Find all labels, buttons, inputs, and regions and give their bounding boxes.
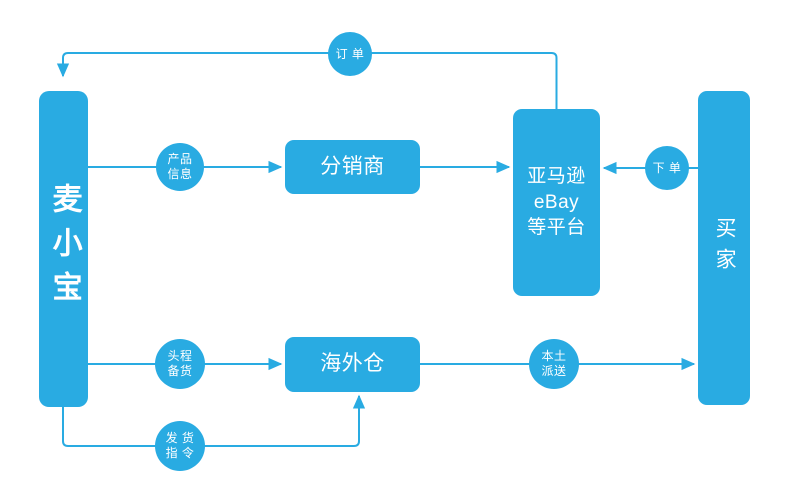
edge-label-place-order-line1: 下 单 (652, 160, 682, 175)
edge-label-local-delivery[interactable]: 本土 派送 (529, 339, 579, 389)
node-buyer[interactable]: 买家 (698, 91, 750, 405)
node-maixiaobao[interactable]: 麦小宝 (39, 91, 88, 407)
edge-label-ship-instruction[interactable]: 发 货 指 令 (155, 421, 205, 471)
edge-label-ship-instruction-line1: 发 货 (165, 431, 195, 446)
edge-label-local-delivery-line2: 派送 (541, 364, 567, 378)
node-maixiaobao-label: 麦小宝 (47, 183, 81, 315)
node-distributor[interactable]: 分销商 (285, 140, 420, 194)
edge-label-product-info[interactable]: 产品 信息 (156, 143, 204, 191)
node-platforms-line1: 亚马逊 (527, 166, 586, 188)
node-platforms-line3: 等平台 (527, 217, 586, 239)
edge-label-ship-instruction-line2: 指 令 (165, 446, 195, 460)
connector-order (56, 52, 558, 109)
edge-label-first-leg-stock[interactable]: 头程 备货 (155, 339, 205, 389)
connector-ship-instruction (62, 394, 366, 447)
edge-label-order-line1: 订 单 (335, 46, 365, 61)
edge-label-place-order[interactable]: 下 单 (645, 146, 689, 190)
node-platforms[interactable]: 亚马逊 eBay 等平台 (513, 109, 600, 296)
node-overseas-warehouse-label: 海外仓 (320, 352, 385, 376)
edge-label-first-leg-stock-line1: 头程 (167, 349, 193, 364)
edge-label-product-info-line1: 产品 (167, 152, 193, 167)
node-distributor-label: 分销商 (320, 154, 385, 178)
node-platforms-line2: eBay (533, 191, 580, 213)
edge-label-product-info-line2: 信息 (167, 167, 193, 181)
node-overseas-warehouse[interactable]: 海外仓 (285, 337, 420, 392)
edge-label-first-leg-stock-line2: 备货 (167, 364, 193, 378)
node-buyer-label: 买家 (713, 217, 737, 279)
edge-label-local-delivery-line1: 本土 (541, 349, 567, 364)
edge-label-order[interactable]: 订 单 (328, 32, 372, 76)
